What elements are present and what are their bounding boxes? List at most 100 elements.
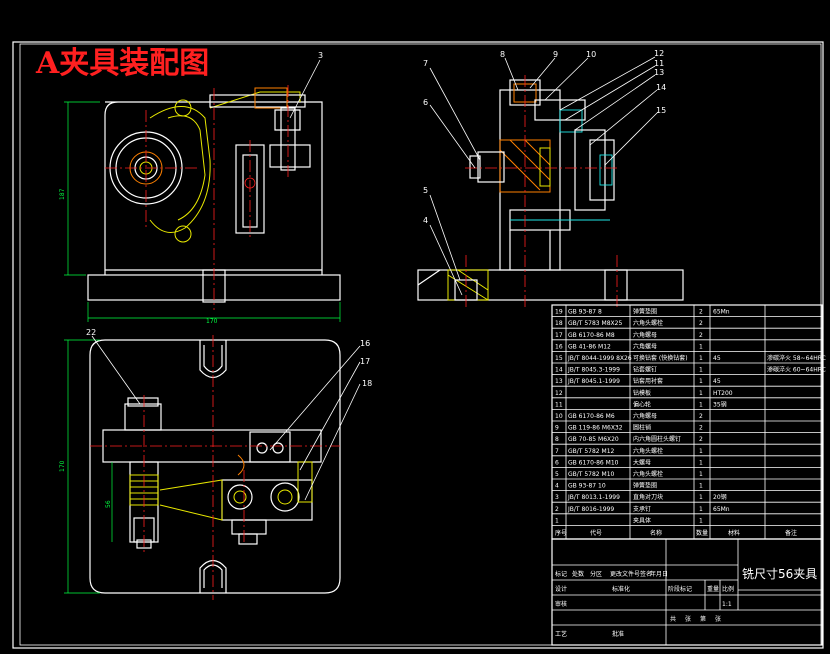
tb-stage: 阶段标记 [668, 585, 692, 593]
tb-approve: 批准 [612, 630, 624, 638]
bom-cell-qty: 1 [699, 343, 703, 350]
bom-cell-qty: 1 [699, 517, 703, 524]
bom-cell-no: 3 [555, 494, 559, 501]
bom-cell-no: 17 [555, 332, 563, 339]
bom-cell-name: 直角对刀块 [633, 493, 663, 501]
bom-cell-note: 渗碳淬火 58~64HRC [767, 354, 826, 362]
bom-cell-name: 钻模板 [633, 389, 651, 397]
bom-cell-no: 1 [555, 517, 559, 524]
dim-front-height: 187 [59, 188, 66, 200]
bom-cell-code: GB 93-87 8 [568, 309, 602, 316]
tb-count: 处数 [572, 570, 584, 578]
bom-cell-qty: 1 [699, 471, 703, 478]
bom-cell-code: GB 119-86 M6X32 [568, 425, 623, 432]
tb-design: 设计 [555, 585, 567, 593]
bom-cell-code: JB/T 8013.1-1999 [567, 494, 620, 501]
bom-cell-qty: 2 [699, 413, 703, 420]
bom-cell-qty: 2 [699, 332, 703, 339]
bom-cell-qty: 1 [699, 506, 703, 513]
bom-cell-qty: 2 [699, 320, 703, 327]
bom-cell-no: 9 [555, 425, 559, 432]
label-part-11: 11 [654, 59, 664, 68]
bom-cell-no: 18 [555, 320, 563, 327]
bom-cell-name: 弹簧垫圈 [633, 308, 657, 316]
tb-signature: 签名 [640, 570, 652, 578]
bom-cell-name: 弹簧垫圈 [633, 482, 657, 490]
bom-cell-note: 渗碳淬火 60~64HRC [767, 366, 826, 374]
tb-mark: 标记 [555, 570, 567, 578]
bom-cell-qty: 1 [699, 483, 703, 490]
bom-cell-qty: 1 [699, 448, 703, 455]
tb-weight: 重量 [707, 585, 719, 593]
bom-cell-qty: 1 [699, 355, 703, 362]
bom-cell-name: 钻套用衬套 [633, 377, 663, 385]
bom-cell-no: 6 [555, 459, 559, 466]
bom-cell-no: 7 [555, 448, 559, 455]
bom-cell-name: 支承钉 [633, 505, 651, 513]
bom-cell-code: GB/T 5783 M8X25 [568, 320, 622, 327]
label-part-18: 18 [362, 379, 372, 388]
bom-cell-qty: 2 [699, 436, 703, 443]
front-view: 187 170 3 [59, 51, 341, 325]
bom-cell-code: GB 6170-86 M6 [568, 413, 615, 420]
tb-standard: 标准化 [612, 585, 630, 593]
top-view: 170 56 22 16 17 18 [59, 328, 372, 600]
bom-cell-name: 六角螺母 [633, 412, 657, 420]
tb-scale-value: 1:1 [722, 601, 732, 608]
label-part-15: 15 [656, 106, 666, 115]
label-part-22: 22 [86, 328, 96, 337]
label-part-8: 8 [500, 50, 505, 59]
bom-cell-qty: 1 [699, 378, 703, 385]
bom-cell-no: 14 [555, 367, 563, 374]
drawing-title: A夹具装配图 [35, 46, 209, 81]
bom-cell-no: 10 [555, 413, 563, 420]
bom-header-no: 序号 [555, 529, 567, 537]
outer-frame [12, 41, 824, 649]
bom-cell-material: 35钢 [713, 400, 727, 408]
bom-cell-name: 六角头螺栓 [633, 319, 663, 327]
bom-cell-no: 15 [555, 355, 563, 362]
bom-cell-name: 六角头螺栓 [633, 470, 663, 478]
bom-cell-no: 13 [555, 378, 563, 385]
bom-cell-name: 圆柱销 [633, 424, 651, 432]
tb-change-doc: 更改文件号 [610, 570, 640, 578]
bom-cell-no: 11 [555, 401, 563, 408]
bom-cell-material: 65Mn [713, 506, 730, 513]
drawing-name: 铣尺寸56夹具 [742, 567, 817, 581]
bom-cell-code: GB 41-86 M12 [568, 343, 611, 350]
label-part-16: 16 [360, 339, 370, 348]
tb-process: 工艺 [555, 630, 567, 638]
bom-cell-code: JB/T 8045.1-1999 [567, 378, 620, 385]
label-part-7: 7 [423, 59, 428, 68]
label-part-6: 6 [423, 98, 428, 107]
label-part-14: 14 [656, 83, 666, 92]
inner-frame [19, 43, 822, 646]
bom-cell-code: GB 6170-86 M10 [568, 459, 619, 466]
bom-cell-no: 19 [555, 309, 563, 316]
label-part-10: 10 [586, 50, 596, 59]
bom-cell-no: 8 [555, 436, 559, 443]
bom-cell-name: 六角螺母 [633, 342, 657, 350]
bom-cell-code: JB/T 8045.3-1999 [567, 367, 620, 374]
bom-header-qty: 数量 [696, 529, 708, 537]
bom-cell-qty: 1 [699, 459, 703, 466]
bom-cell-code: GB 6170-86 M8 [568, 332, 615, 339]
bom-cell-qty: 2 [699, 425, 703, 432]
tb-sheets-1: 张 [685, 615, 691, 623]
bom-cell-code: GB 93-87 10 [568, 483, 606, 490]
label-part-4: 4 [423, 216, 428, 225]
tb-scale-label: 比例 [722, 585, 734, 593]
bom-cell-code: GB/T 5782 M10 [568, 471, 615, 478]
bom-cell-qty: 1 [699, 367, 703, 374]
bom-cell-no: 4 [555, 483, 559, 490]
label-part-17: 17 [360, 357, 370, 366]
bom-cell-code: GB/T 5782 M12 [568, 448, 615, 455]
dim-front-width: 170 [206, 318, 218, 325]
label-part-12: 12 [654, 49, 664, 58]
bom-cell-name: 内六角圆柱头螺钉 [633, 435, 681, 443]
bom-cell-material: HT200 [713, 390, 733, 397]
bom-cell-qty: 1 [699, 390, 703, 397]
label-part-9: 9 [553, 50, 558, 59]
bom-header-name: 名称 [650, 529, 662, 537]
